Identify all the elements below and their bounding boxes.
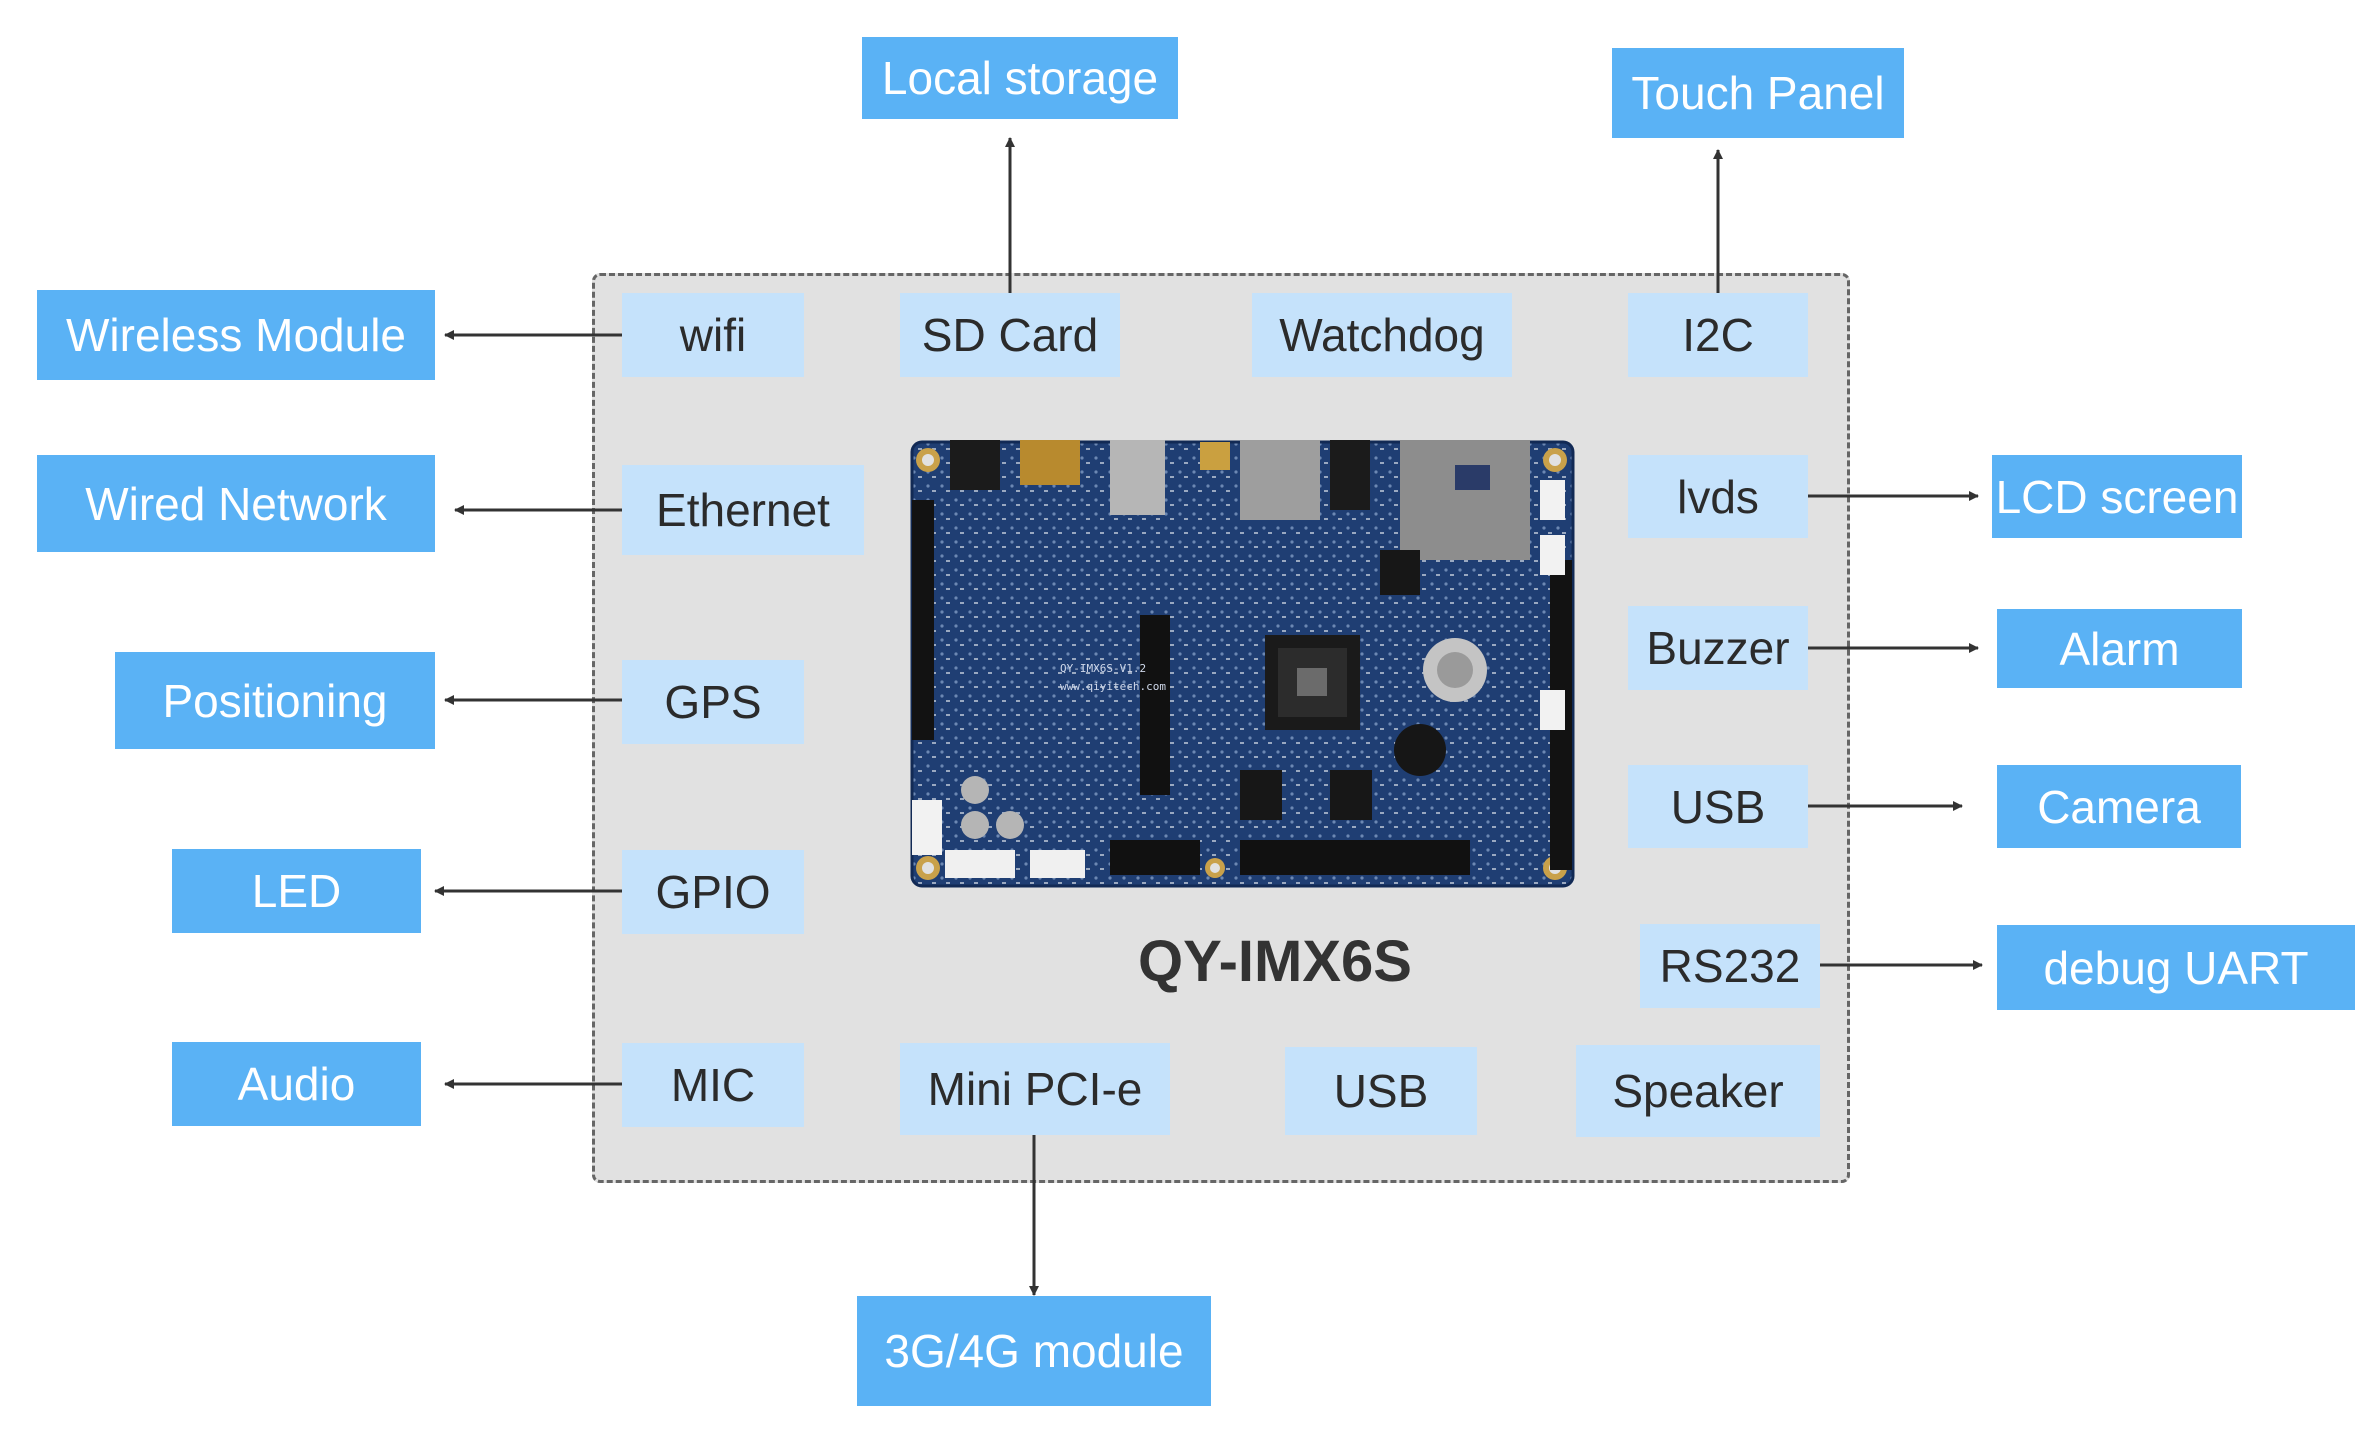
dc-jack bbox=[950, 440, 1000, 490]
usb-port bbox=[1110, 440, 1165, 515]
touch-panel-box: Touch Panel bbox=[1612, 48, 1904, 138]
gpio-box: GPIO bbox=[622, 850, 804, 934]
3g4g-module-box: 3G/4G module bbox=[857, 1296, 1211, 1406]
audio-box: Audio bbox=[172, 1042, 421, 1126]
buzzer-box: Buzzer bbox=[1628, 606, 1808, 690]
led-box: LED bbox=[172, 849, 421, 933]
speaker-box: Speaker bbox=[1576, 1045, 1820, 1137]
silkscreen-model: QY-IMX6S-V1.2 bbox=[1060, 662, 1146, 675]
positioning-box: Positioning bbox=[115, 652, 435, 749]
bottom-connector-1 bbox=[945, 850, 1015, 878]
bottom-header bbox=[1240, 840, 1470, 875]
camera-box: Camera bbox=[1997, 765, 2241, 848]
mini-pcie-box: Mini PCI-e bbox=[900, 1043, 1170, 1135]
mini-pcie-slot bbox=[1140, 615, 1170, 795]
usb-right-box: USB bbox=[1628, 765, 1808, 848]
ethernet-port bbox=[1240, 440, 1320, 520]
sd-card-box: SD Card bbox=[900, 293, 1120, 377]
pcb-board-image: QY-IMX6S-V1.2 www.qiyitech.com bbox=[910, 440, 1575, 888]
gps-box: GPS bbox=[622, 660, 804, 744]
board-title: QY-IMX6S bbox=[1138, 929, 1412, 994]
mic-box: MIC bbox=[622, 1043, 804, 1127]
local-storage-box: Local storage bbox=[862, 37, 1178, 119]
rs232-box: RS232 bbox=[1640, 924, 1820, 1008]
ethernet-box: Ethernet bbox=[622, 465, 864, 555]
silkscreen-site: www.qiyitech.com bbox=[1060, 680, 1166, 693]
left-header bbox=[912, 500, 934, 740]
watchdog-box: Watchdog bbox=[1252, 293, 1512, 377]
wireless-module-box: Wireless Module bbox=[37, 290, 435, 380]
hdmi-port bbox=[1020, 440, 1080, 485]
debug-uart-box: debug UART bbox=[1997, 925, 2355, 1010]
wired-network-box: Wired Network bbox=[37, 455, 435, 552]
usb-bottom-box: USB bbox=[1285, 1047, 1477, 1135]
lcd-screen-box: LCD screen bbox=[1992, 455, 2242, 538]
buzzer-component bbox=[1394, 724, 1446, 776]
i2c-box: I2C bbox=[1628, 293, 1808, 377]
sd-slot bbox=[1400, 440, 1530, 560]
bottom-connector-2 bbox=[1030, 850, 1085, 878]
wifi-box: wifi bbox=[622, 293, 804, 377]
alarm-box: Alarm bbox=[1997, 609, 2242, 688]
lvds-box: lvds bbox=[1628, 455, 1808, 538]
